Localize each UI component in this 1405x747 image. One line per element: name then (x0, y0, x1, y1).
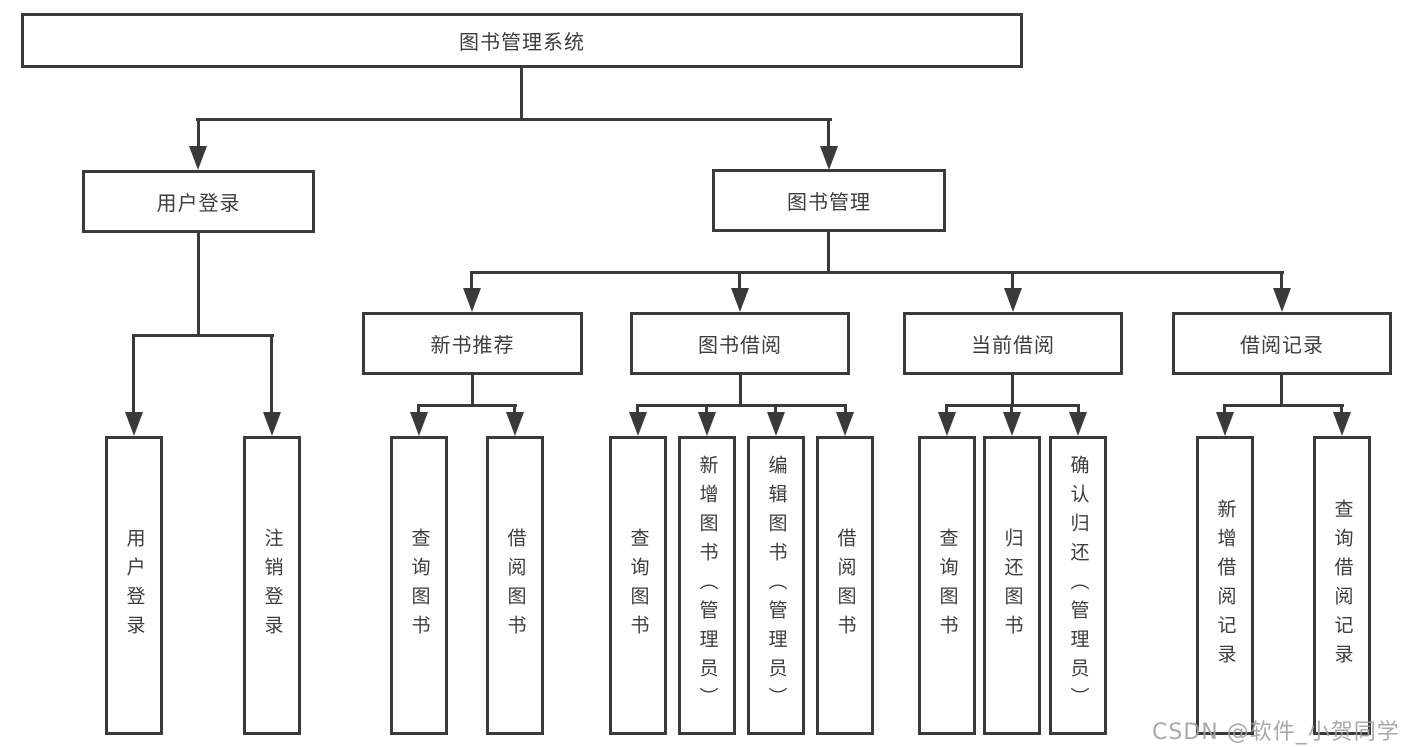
arrow-down-icon (820, 146, 838, 170)
connector-drop-leaf (844, 404, 847, 412)
arrow-down-icon (731, 288, 749, 312)
node-current-borrow: 当前借阅 (903, 312, 1123, 375)
connector-drop-level3 (1280, 274, 1283, 288)
connector-root-stem (520, 66, 523, 120)
node-leaf-add-borrow-record: 新增借阅记录 (1196, 436, 1254, 735)
node-label: 借阅图书 (834, 527, 857, 644)
arrow-down-icon (1069, 412, 1087, 436)
connector-drop-leaf (945, 404, 948, 412)
node-new-book-recommend: 新书推荐 (362, 312, 583, 375)
connector-userlogin-stem (197, 231, 200, 336)
node-label: 用户登录 (123, 527, 146, 644)
connector-drop-leaf (1010, 404, 1013, 412)
node-label: 借阅记录 (1240, 333, 1324, 357)
connector-drop-leaf (1223, 404, 1226, 412)
connector-drop-leaf (636, 404, 639, 412)
node-label: 当前借阅 (971, 333, 1055, 357)
connector-group-branch (417, 404, 517, 407)
arrow-down-icon (410, 412, 428, 436)
connector-group-stem (739, 373, 742, 406)
connector-drop-leaf (774, 404, 777, 412)
node-label: 编辑图书（管理员） (765, 455, 788, 716)
node-leaf-query-borrow-record: 查询借阅记录 (1313, 436, 1371, 735)
node-label: 新书推荐 (430, 333, 515, 357)
node-label: 查询图书 (936, 527, 959, 644)
connector-group-branch (1223, 404, 1344, 407)
node-leaf-query-books-recommend: 查询图书 (390, 436, 448, 735)
arrow-down-icon (125, 412, 143, 436)
connector-drop-level3 (470, 274, 473, 288)
arrow-down-icon (1216, 412, 1234, 436)
node-label: 新增图书（管理员） (696, 455, 719, 716)
arrow-down-icon (629, 412, 647, 436)
connector-group-stem (1011, 373, 1014, 406)
node-library-system: 图书管理系统 (21, 13, 1023, 68)
node-book-management: 图书管理 (712, 169, 946, 232)
node-label: 图书借阅 (698, 333, 782, 357)
connector-drop-leaf (270, 337, 273, 412)
arrow-down-icon (463, 288, 481, 312)
node-leaf-logout: 注销登录 (243, 436, 301, 735)
node-leaf-edit-book-admin: 编辑图书（管理员） (747, 436, 805, 735)
node-label: 确认归还（管理员） (1067, 455, 1090, 716)
connector-drop-level3 (1011, 274, 1014, 288)
node-book-borrow: 图书借阅 (630, 312, 850, 375)
connector-drop-level3 (738, 274, 741, 288)
node-borrow-records: 借阅记录 (1172, 312, 1392, 375)
connector-level3-branch (470, 271, 1284, 274)
node-label: 图书管理系统 (459, 30, 585, 54)
node-leaf-add-book-admin: 新增图书（管理员） (678, 436, 736, 735)
connector-drop-user-login (197, 121, 200, 146)
arrow-down-icon (836, 412, 854, 436)
connector-drop-leaf (417, 404, 420, 412)
node-user-login: 用户登录 (82, 170, 315, 233)
arrow-down-icon (263, 412, 281, 436)
node-label: 借阅图书 (504, 527, 527, 644)
connector-group-branch (636, 404, 847, 407)
node-leaf-borrow-books: 借阅图书 (816, 436, 874, 735)
node-label: 查询图书 (408, 527, 431, 644)
arrow-down-icon (767, 412, 785, 436)
connector-drop-leaf (705, 404, 708, 412)
node-leaf-query-books-borrow: 查询图书 (609, 436, 667, 735)
arrow-down-icon (1004, 288, 1022, 312)
connector-drop-leaf (132, 337, 135, 412)
arrow-down-icon (698, 412, 716, 436)
arrow-down-icon (1273, 288, 1291, 312)
node-leaf-confirm-return-admin: 确认归还（管理员） (1049, 436, 1107, 735)
node-leaf-user-login: 用户登录 (105, 436, 163, 735)
node-leaf-borrow-books-recommend: 借阅图书 (486, 436, 544, 735)
node-label: 查询图书 (627, 527, 650, 644)
node-label: 归还图书 (1001, 527, 1024, 644)
connector-drop-leaf (1340, 404, 1343, 412)
node-label: 新增借阅记录 (1214, 498, 1237, 673)
arrow-down-icon (189, 146, 207, 170)
arrow-down-icon (506, 412, 524, 436)
connector-bookmgmt-stem (827, 230, 830, 274)
arrow-down-icon (1333, 412, 1351, 436)
connector-level2-branch (196, 118, 832, 121)
connector-drop-leaf (513, 404, 516, 412)
watermark-text: CSDN @软件_小贺同学 (1152, 720, 1400, 745)
arrow-down-icon (1003, 412, 1021, 436)
node-label: 注销登录 (261, 527, 284, 644)
node-label: 查询借阅记录 (1331, 498, 1354, 673)
connector-group-stem (1280, 373, 1283, 406)
node-leaf-return-book: 归还图书 (983, 436, 1041, 735)
connector-userlogin-branch (132, 334, 274, 337)
connector-drop-leaf (1077, 404, 1080, 412)
arrow-down-icon (938, 412, 956, 436)
node-label: 用户登录 (156, 191, 241, 215)
node-leaf-query-books-current: 查询图书 (918, 436, 976, 735)
connector-drop-book-management (827, 121, 830, 146)
connector-group-stem (471, 373, 474, 406)
node-label: 图书管理 (787, 190, 871, 214)
